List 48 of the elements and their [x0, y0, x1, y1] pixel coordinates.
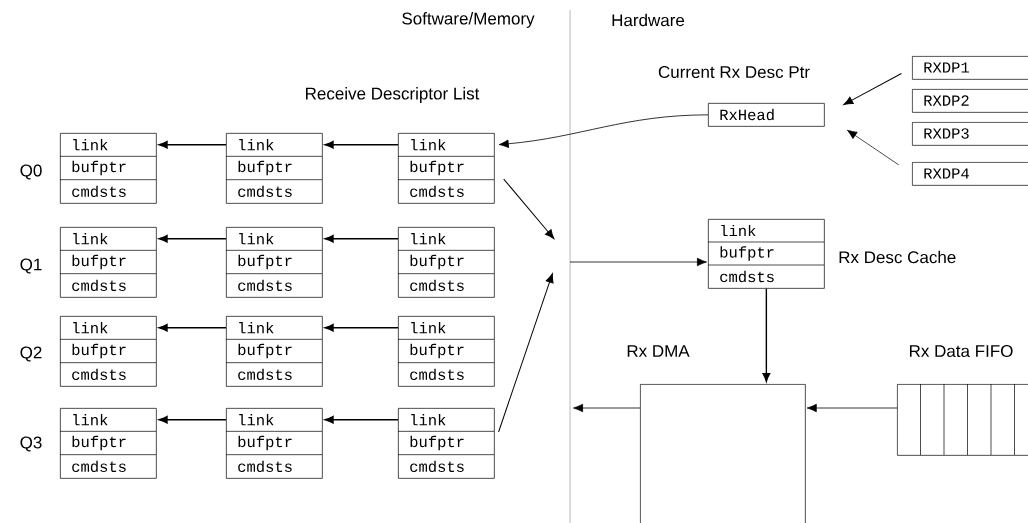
queue-label: Q1 — [20, 258, 42, 274]
arrow — [324, 140, 399, 149]
descriptor-box: link bufptr cmdsts — [59, 133, 157, 204]
queue-label: Q0 — [20, 164, 42, 180]
queue-label: Q3 — [20, 436, 42, 452]
arrow — [158, 323, 227, 332]
arrow — [498, 114, 709, 148]
arrow — [569, 257, 707, 267]
region-heading: Software/Memory — [402, 12, 535, 28]
descriptor-box: link bufptr cmdsts — [225, 408, 323, 479]
register-box: RXDP1 — [912, 56, 1028, 80]
register-box: RxHead — [708, 103, 825, 127]
descriptor-box: link bufptr cmdsts — [397, 227, 495, 298]
arrow — [843, 73, 902, 105]
arrow — [806, 403, 898, 413]
arrow — [573, 403, 641, 413]
queue-label: Q2 — [20, 346, 42, 362]
arrow — [324, 323, 399, 332]
arrow — [847, 129, 900, 166]
arrow — [158, 415, 227, 424]
node-caption: Rx Desc Cache — [839, 250, 956, 264]
node-label: Rx Data FIFO — [909, 344, 1013, 358]
descriptor-box: link bufptr cmdsts — [225, 316, 323, 387]
arrow — [158, 234, 227, 243]
register-box: RXDP3 — [912, 122, 1028, 146]
descriptor-box: link bufptr cmdsts — [59, 316, 157, 387]
arrow — [498, 273, 554, 433]
descriptor-box: link bufptr cmdsts — [397, 408, 495, 479]
fifo-drawing: Rx Data FIFO — [897, 345, 1028, 456]
descriptor-box: link bufptr cmdsts — [397, 316, 495, 387]
descriptor-box: link bufptr cmdsts — [59, 227, 157, 298]
node-caption: Current Rx Desc Ptr — [658, 66, 810, 79]
region-heading: Hardware — [612, 13, 685, 27]
list-heading: Receive Descriptor List — [306, 87, 480, 103]
descriptor-box: link bufptr cmdsts — [225, 133, 323, 204]
register-box: RXDP4 — [912, 162, 1028, 186]
descriptor-box: link bufptr cmdsts — [59, 408, 157, 479]
arrow — [503, 178, 555, 240]
arrow — [762, 288, 771, 383]
arrow — [324, 415, 399, 424]
arrow — [158, 140, 227, 149]
descriptor-box: link bufptr cmdsts — [225, 227, 323, 298]
dma-box: Rx DMA — [627, 345, 806, 523]
arrow — [324, 234, 399, 243]
descriptor-box: link bufptr cmdsts — [707, 219, 825, 289]
descriptor-box: link bufptr cmdsts — [397, 133, 495, 204]
register-box: RXDP2 — [912, 89, 1028, 113]
node-label: Rx DMA — [627, 345, 690, 357]
